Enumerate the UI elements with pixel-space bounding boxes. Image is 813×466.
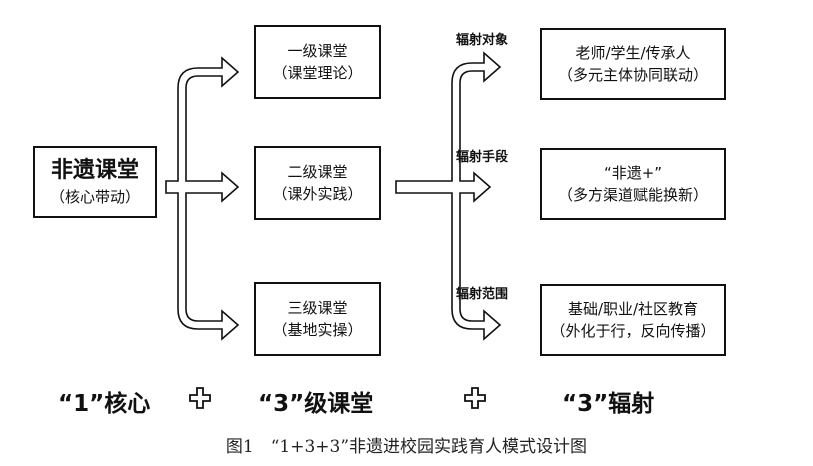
level-box-2: 二级课堂 （课外实践） <box>254 146 381 220</box>
radiation-label-scope: 辐射范围 <box>456 287 509 302</box>
core-box: 非遗课堂 （核心带动） <box>33 146 157 218</box>
core-subtitle: （核心带动） <box>49 188 140 206</box>
radiation-label-object: 辐射对象 <box>456 33 509 48</box>
radiation-title: “非遗+” <box>603 164 663 182</box>
branch-arrow-radiation <box>395 51 502 341</box>
figure-caption: 图1 “1+3+3”非遗进校园实践育人模式设计图 <box>225 437 588 457</box>
level-box-1: 一级课堂 （课堂理论） <box>254 25 381 99</box>
level-title: 二级课堂 <box>287 163 348 181</box>
level-subtitle: （基地实操） <box>272 321 363 339</box>
bottom-core-label: “1”核心 <box>58 391 151 417</box>
plus-icon <box>464 387 486 409</box>
level-title: 三级课堂 <box>287 299 348 317</box>
level-subtitle: （课外实践） <box>272 185 363 203</box>
level-title: 一级课堂 <box>287 42 348 60</box>
bottom-levels-label: “3”级课堂 <box>258 391 374 417</box>
radiation-title: 基础/职业/社区教育 <box>567 300 699 318</box>
bottom-radiation-label: “3”辐射 <box>562 391 655 417</box>
level-subtitle: （课堂理论） <box>272 64 363 82</box>
radiation-box-object: 老师/学生/传承人 （多元主体协同联动） <box>540 28 726 100</box>
radiation-box-scope: 基础/职业/社区教育 （外化于行，反向传播） <box>540 284 726 356</box>
branch-arrow-levels <box>165 56 240 341</box>
radiation-label-means: 辐射手段 <box>456 150 509 165</box>
radiation-subtitle: （多元主体协同联动） <box>557 66 708 84</box>
radiation-subtitle: （多方渠道赋能换新） <box>557 186 708 204</box>
radiation-subtitle: （外化于行，反向传播） <box>550 322 716 340</box>
radiation-box-means: “非遗+” （多方渠道赋能换新） <box>540 148 726 220</box>
plus-icon <box>189 387 211 409</box>
level-box-3: 三级课堂 （基地实操） <box>254 282 381 356</box>
core-title: 非遗课堂 <box>50 158 139 183</box>
radiation-title: 老师/学生/传承人 <box>575 44 691 62</box>
